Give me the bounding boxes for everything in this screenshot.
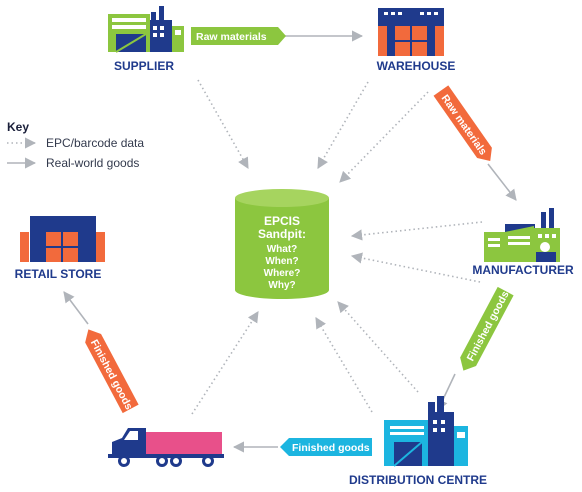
supplier-label: SUPPLIER: [114, 59, 174, 73]
supplier-factory-icon: [108, 6, 184, 53]
manufacturer-label: MANUFACTURER: [472, 263, 574, 277]
legend: Key EPC/barcode data Real-world goods: [7, 120, 144, 170]
flow-label-manufacturer-distribution: Finished goods: [465, 289, 512, 363]
data-arrow-truck: [191, 311, 259, 415]
database-question-where: Where?: [264, 268, 301, 279]
data-arrow-manufacturer-b: [350, 252, 481, 283]
manufacturer-node: MANUFACTURER: [472, 208, 574, 277]
flow-tag-distribution-truck: Finished goods: [280, 438, 372, 456]
database-question-why: Why?: [268, 280, 295, 291]
manufacturer-factory-icon: [484, 208, 560, 262]
flow-tag-manufacturer-distribution: Finished goods: [460, 286, 514, 371]
data-arrow-warehouse-b: [339, 91, 429, 183]
database-question-what: What?: [267, 244, 298, 255]
flow-label-warehouse-manufacturer: Raw materials: [439, 93, 489, 158]
database-title-line1: EPCIS: [264, 214, 300, 228]
warehouse-node: WAREHOUSE: [377, 8, 456, 73]
data-arrow-warehouse-a: [317, 81, 369, 169]
data-arrow-manufacturer-a: [350, 221, 483, 241]
goods-arrow-warehouse-manufacturer: [487, 163, 517, 201]
epcis-database: EPCIS Sandpit: What? When? Where? Why?: [235, 189, 329, 299]
retail-store-icon: [20, 216, 105, 262]
distribution-node: DISTRIBUTION CENTRE: [349, 396, 487, 487]
warehouse-label: WAREHOUSE: [377, 59, 456, 73]
goods-arrow-truck-retail: [63, 291, 89, 325]
database-question-when: When?: [265, 256, 298, 267]
database-title-line2: Sandpit:: [258, 227, 306, 241]
supplier-node: SUPPLIER: [108, 6, 184, 73]
legend-epc-label: EPC/barcode data: [46, 136, 144, 150]
legend-title: Key: [7, 120, 29, 134]
flow-label-distribution-truck: Finished goods: [292, 442, 370, 454]
flow-tag-warehouse-manufacturer: Raw materials: [433, 85, 492, 162]
warehouse-icon: [378, 8, 444, 56]
flow-tag-supplier-warehouse: Raw materials: [191, 27, 286, 45]
retail-label: RETAIL STORE: [15, 267, 102, 281]
flow-label-supplier-warehouse: Raw materials: [196, 31, 267, 43]
goods-arrows: [63, 30, 517, 453]
data-arrow-supplier: [197, 79, 249, 169]
flow-label-truck-retail: Finished goods: [88, 338, 135, 412]
legend-goods-label: Real-world goods: [46, 156, 139, 170]
distribution-centre-icon: [384, 396, 468, 467]
data-arrow-distribution-b: [315, 317, 373, 413]
epc-data-arrows: [191, 79, 483, 415]
data-arrow-distribution-a: [337, 301, 419, 393]
flow-tag-truck-retail: Finished goods: [85, 329, 139, 414]
retail-node: RETAIL STORE: [15, 216, 105, 281]
truck-icon: [108, 428, 224, 467]
distribution-label: DISTRIBUTION CENTRE: [349, 473, 487, 487]
